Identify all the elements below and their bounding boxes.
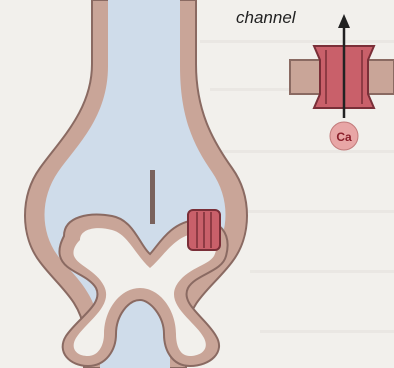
channel-label: channel <box>236 8 297 27</box>
calcium-ion: Ca <box>330 122 358 150</box>
calcium-ion-label: Ca <box>336 130 352 144</box>
vesicle-marker <box>150 170 155 224</box>
terminal-cytoplasm <box>45 0 226 368</box>
embedded-calcium-channel <box>188 210 220 250</box>
